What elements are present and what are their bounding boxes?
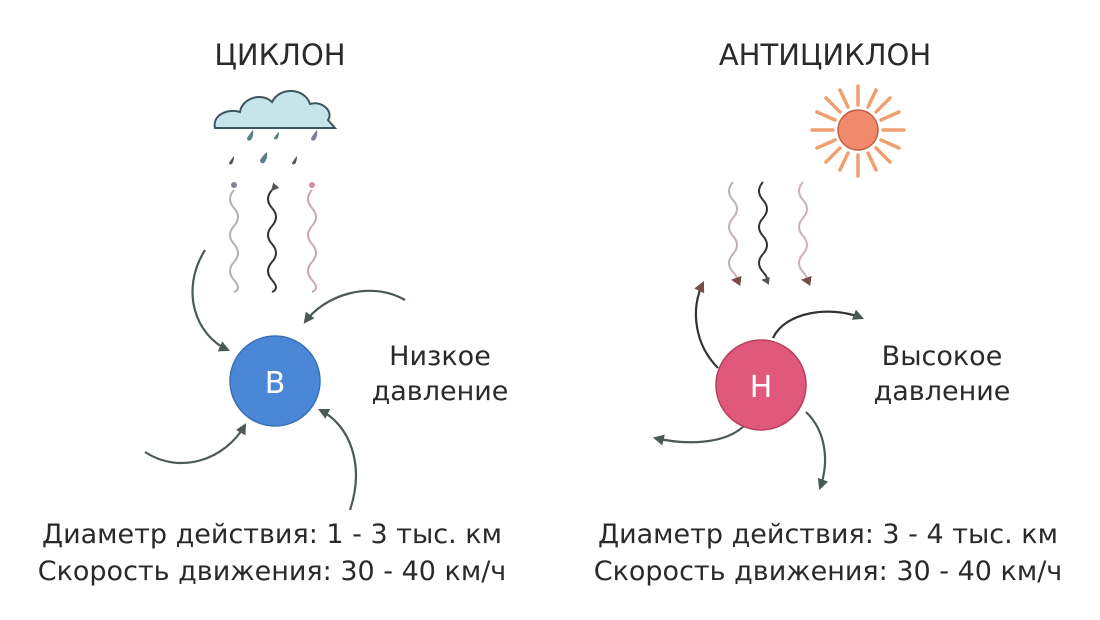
anticyclone-pressure-label-2: давление [874, 376, 1011, 407]
cyclone-speed: Скорость движения: 30 - 40 км/ч [38, 556, 507, 587]
high-pressure-center [715, 339, 807, 431]
sun-icon [810, 84, 906, 178]
cyclone-pressure-label-1: Низкое [389, 341, 491, 372]
cyclone-center-letter: В [265, 366, 286, 401]
cyclone-panel: ЦИКЛОН В Низко [38, 38, 509, 587]
anticyclone-panel: АНТИЦИКЛОН Н [594, 38, 1063, 587]
anticyclone-pressure-label-1: Высокое [882, 341, 1003, 372]
anticyclone-title: АНТИЦИКЛОН [719, 38, 931, 72]
anticyclone-center-letter: Н [750, 370, 773, 405]
cyclone-title: ЦИКЛОН [214, 38, 345, 72]
radiation-waves-down [728, 181, 812, 286]
inflow-arrows [144, 249, 406, 511]
anticyclone-diameter: Диаметр действия: 3 - 4 тыс. км [598, 519, 1058, 550]
cyclone-diameter: Диаметр действия: 1 - 3 тыс. км [42, 519, 502, 550]
radiation-waves-up [229, 182, 317, 293]
rain-cloud-icon [213, 90, 338, 165]
cyclone-pressure-label-2: давление [372, 376, 509, 407]
low-pressure-center [229, 335, 321, 427]
outflow-arrows [652, 281, 865, 491]
anticyclone-speed: Скорость движения: 30 - 40 км/ч [594, 556, 1063, 587]
